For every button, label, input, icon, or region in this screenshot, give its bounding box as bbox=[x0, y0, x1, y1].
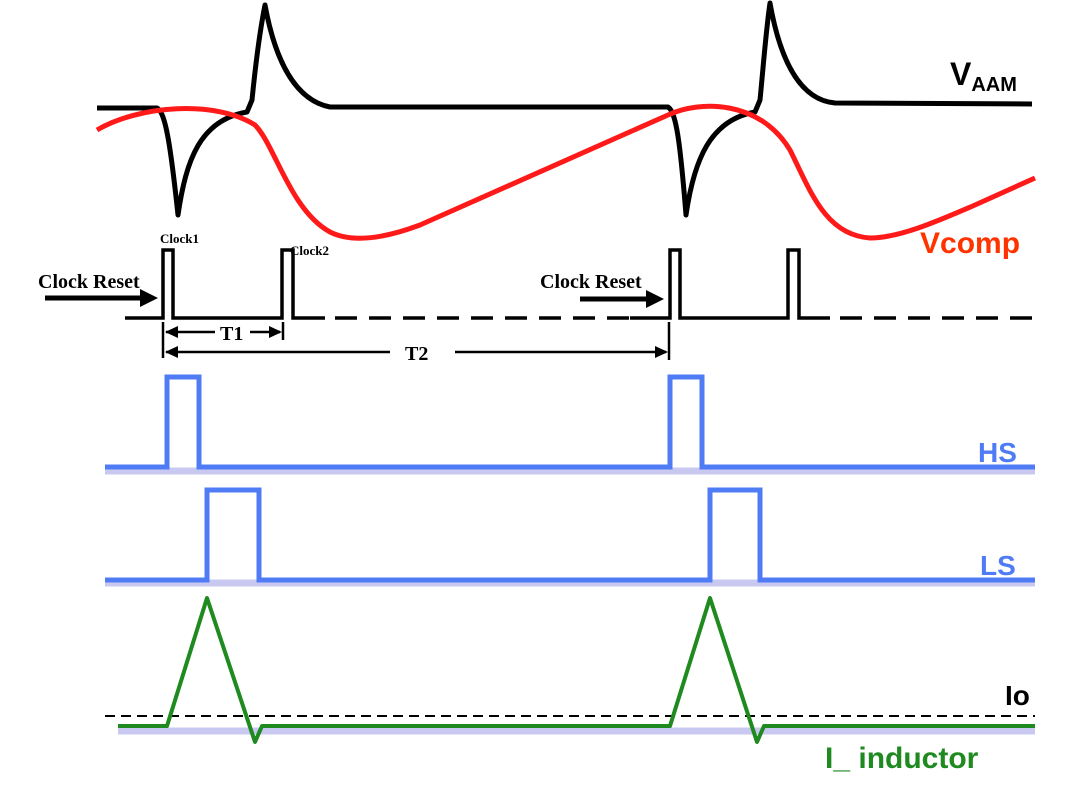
ls-label: LS bbox=[980, 550, 1016, 581]
vaam-label-sub: AAM bbox=[971, 74, 1017, 96]
vaam-label: VAAM bbox=[950, 56, 1017, 96]
vcomp-waveform bbox=[95, 103, 1037, 241]
clock1-label: Clock1 bbox=[160, 231, 199, 246]
vaam-waveform bbox=[97, 0, 1033, 218]
io-label: Io bbox=[1005, 680, 1030, 711]
clock-reset-label-1: Clock Reset bbox=[38, 271, 140, 293]
t2-arrowhead-right bbox=[655, 346, 668, 358]
clock2-label: Clock2 bbox=[290, 243, 329, 258]
clock-reset-arrow-1-head bbox=[140, 289, 158, 307]
inductor-current-waveform bbox=[118, 596, 1035, 744]
vcomp-label: Vcomp bbox=[920, 227, 1020, 260]
hs-waveform bbox=[105, 374, 1035, 470]
t1-arrowhead-right bbox=[269, 326, 282, 338]
hs-label: HS bbox=[978, 437, 1017, 468]
t1-arrowhead-left bbox=[165, 326, 178, 338]
t2-arrowhead-left bbox=[165, 346, 178, 358]
ls-waveform bbox=[105, 487, 1035, 583]
clock-pulse-train-1 bbox=[125, 248, 325, 320]
vaam-label-main: V bbox=[950, 56, 972, 92]
clock-reset-label-2: Clock Reset bbox=[540, 271, 642, 293]
i-inductor-label: I_ inductor bbox=[825, 742, 979, 775]
clock-reset-arrow-2-head bbox=[646, 290, 664, 308]
clock-pulse-train-2 bbox=[630, 248, 830, 320]
t2-label: T2 bbox=[405, 343, 428, 365]
t1-label: T1 bbox=[220, 323, 243, 345]
